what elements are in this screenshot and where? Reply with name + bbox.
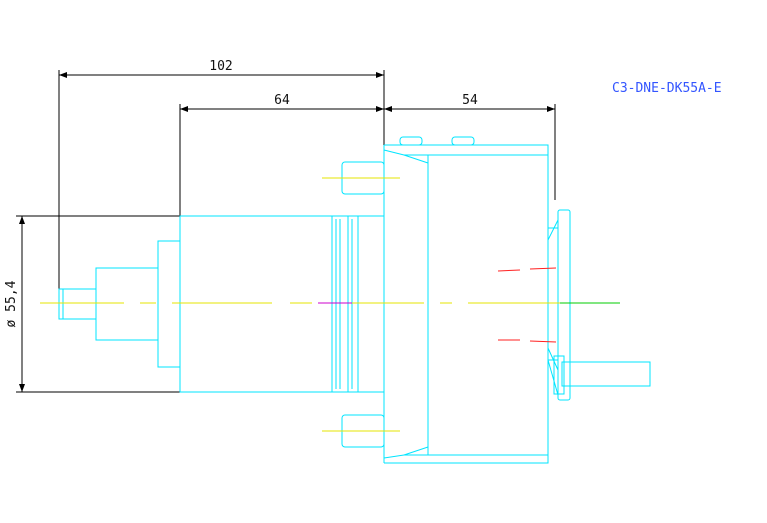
- arrow-overall-right: [376, 72, 384, 78]
- cover-line-bottom: [547, 359, 559, 396]
- part-number-label: C3-DNE-DK55A-E: [612, 81, 722, 96]
- connector-base: [553, 355, 565, 395]
- flange-top-bevel: [403, 154, 429, 164]
- arrow-flange-right: [547, 106, 555, 112]
- dim-diameter: ø 55,4: [4, 280, 19, 327]
- arrow-body-right: [376, 106, 384, 112]
- part-outline: [58, 136, 651, 464]
- screw-head-2: [451, 136, 475, 146]
- arrow-flange-left: [384, 106, 392, 112]
- dim-flange-length: 54: [462, 93, 478, 108]
- arrow-overall-left: [59, 72, 67, 78]
- hidden-lines: [497, 267, 557, 343]
- centerlines: [40, 177, 620, 432]
- cover-bevel-bottom: [547, 347, 559, 371]
- dim-overall-length: 102: [209, 59, 232, 74]
- cable-connector: [561, 361, 651, 387]
- screw-head-1: [399, 136, 423, 146]
- dim-body-length: 64: [274, 93, 290, 108]
- hidden-line-1: [497, 269, 521, 272]
- arrow-dia-top: [19, 216, 25, 224]
- hidden-line-2: [529, 267, 557, 270]
- flange-bottom-bevel: [403, 446, 429, 456]
- arrow-dia-bottom: [19, 384, 25, 392]
- back-cover: [557, 209, 571, 401]
- cover-bevel-top: [547, 219, 559, 241]
- hidden-line-4: [529, 340, 557, 343]
- arrow-body-left: [180, 106, 188, 112]
